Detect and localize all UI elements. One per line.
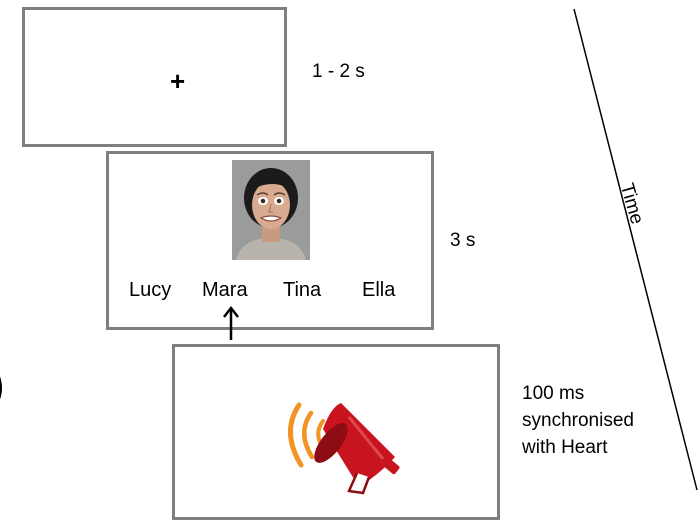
name-option-3: Tina [283, 279, 322, 301]
fixation-screen: + [22, 7, 287, 147]
fixation-cross: + [170, 66, 186, 96]
face-naming-screen: Lucy Mara Tina Ella [106, 151, 434, 330]
megaphone-icon [288, 402, 400, 495]
sound-duration-line-3: with Heart [522, 437, 608, 458]
sound-duration-line-2: synchronised [522, 410, 634, 431]
fixation-duration-label: 1 - 2 s [312, 61, 365, 82]
sound-duration-label: 100 ms synchronised with Heart [522, 380, 634, 461]
name-option-1: Lucy [129, 279, 172, 301]
up-arrow-icon [223, 305, 239, 340]
name-option-4: Ella [362, 279, 396, 301]
time-axis-label: Time [615, 181, 648, 227]
fearful-face-photo [232, 160, 310, 260]
sound-screen [172, 344, 500, 520]
edge-bracket-mark [0, 376, 2, 400]
sound-duration-line-1: 100 ms [522, 383, 585, 404]
name-option-2: Mara [202, 279, 248, 301]
face-duration-label: 3 s [450, 230, 476, 251]
